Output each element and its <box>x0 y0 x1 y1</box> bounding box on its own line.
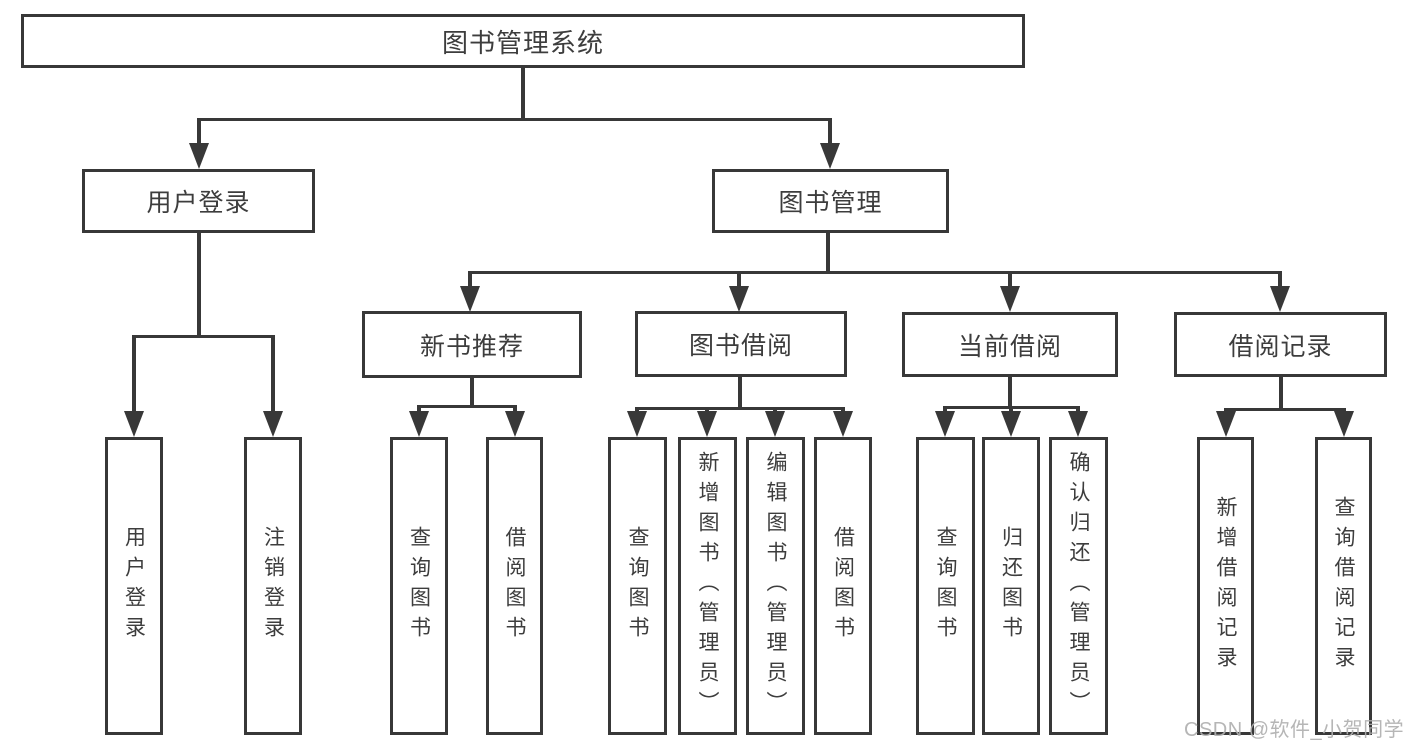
arrowhead-down-icon <box>729 286 749 312</box>
leaf-borrow-edit-admin: 编辑图书（管理员） <box>746 437 805 735</box>
leaf-newbook-query: 查询图书 <box>390 437 448 735</box>
connector-drop <box>943 406 947 415</box>
leaf-borrow-add-admin: 新增图书（管理员） <box>678 437 737 735</box>
arrowhead-down-icon <box>1000 286 1020 312</box>
leaf-label: 注销登录 <box>261 526 285 646</box>
arrowhead-down-icon <box>1270 286 1290 312</box>
leaf-current-confirm-admin: 确认归还（管理员） <box>1049 437 1108 735</box>
leaf-label: 新增借阅记录 <box>1214 496 1237 676</box>
leaf-record-query: 查询借阅记录 <box>1315 437 1372 735</box>
node-current-borrow: 当前借阅 <box>902 312 1118 377</box>
arrowhead-down-icon <box>935 411 955 437</box>
connector-stem-new-book <box>470 378 474 408</box>
arrowhead-down-icon <box>263 411 283 437</box>
arrowhead-down-icon <box>505 411 525 437</box>
connector-drop <box>197 118 201 146</box>
leaf-newbook-borrow: 借阅图书 <box>486 437 543 735</box>
arrowhead-down-icon <box>1334 411 1354 437</box>
arrowhead-down-icon <box>1216 411 1236 437</box>
leaf-user-login-logout: 注销登录 <box>244 437 302 735</box>
connector-drop <box>417 405 421 415</box>
leaf-label: 查询图书 <box>626 526 649 646</box>
node-book-borrow: 图书借阅 <box>635 311 847 377</box>
node-borrow-record: 借阅记录 <box>1174 312 1387 377</box>
connector-drop <box>1009 406 1013 415</box>
node-new-book-rec: 新书推荐 <box>362 311 582 378</box>
arrowhead-down-icon <box>765 411 785 437</box>
node-root: 图书管理系统 <box>21 14 1025 68</box>
connector-rail-user-login <box>132 335 275 338</box>
leaf-label: 用户登录 <box>122 526 146 646</box>
leaf-borrow-borrow: 借阅图书 <box>814 437 872 735</box>
connector-stem-root <box>521 68 525 121</box>
connector-stem-current-borrow <box>1008 377 1012 409</box>
connector-stem-user-login <box>197 233 201 338</box>
connector-drop <box>468 271 472 290</box>
leaf-record-add: 新增借阅记录 <box>1197 437 1254 735</box>
connector-stem-borrow-record <box>1279 377 1283 411</box>
connector-drop <box>1008 271 1012 290</box>
arrowhead-down-icon <box>460 286 480 312</box>
connector-drop <box>513 405 517 415</box>
leaf-label: 查询借阅记录 <box>1332 496 1355 676</box>
leaf-borrow-query: 查询图书 <box>608 437 667 735</box>
leaf-current-query: 查询图书 <box>916 437 975 735</box>
leaf-label: 查询图书 <box>934 526 957 646</box>
arrowhead-down-icon <box>1001 411 1021 437</box>
connector-drop <box>828 118 832 146</box>
connector-rail-root <box>197 118 832 121</box>
connector-rail-book-borrow <box>635 407 845 410</box>
connector-drop <box>271 335 275 415</box>
leaf-label: 新增图书（管理员） <box>696 451 719 721</box>
leaf-label: 查询图书 <box>407 526 431 646</box>
leaf-user-login-login: 用户登录 <box>105 437 163 735</box>
arrowhead-down-icon <box>820 143 840 169</box>
arrowhead-down-icon <box>697 411 717 437</box>
connector-drop <box>737 271 741 290</box>
arrowhead-down-icon <box>124 411 144 437</box>
arrowhead-down-icon <box>409 411 429 437</box>
connector-stem-book-mgmt <box>826 233 830 274</box>
leaf-label: 借阅图书 <box>503 526 526 646</box>
connector-drop <box>132 335 136 415</box>
arrowhead-down-icon <box>189 143 209 169</box>
connector-rail-borrow-record <box>1224 408 1346 411</box>
node-user-login: 用户登录 <box>82 169 315 233</box>
connector-stem-book-borrow <box>738 377 742 410</box>
connector-rail-book-mgmt <box>468 271 1282 274</box>
node-book-mgmt: 图书管理 <box>712 169 949 233</box>
leaf-label: 借阅图书 <box>831 526 855 646</box>
leaf-label: 确认归还（管理员） <box>1067 451 1090 721</box>
csdn-watermark: CSDN @软件_小贺同学 <box>1184 719 1405 741</box>
connector-drop <box>1278 271 1282 290</box>
leaf-label: 编辑图书（管理员） <box>764 451 787 721</box>
connector-rail-new-book <box>417 405 517 408</box>
arrowhead-down-icon <box>833 411 853 437</box>
leaf-label: 归还图书 <box>999 526 1023 646</box>
arrowhead-down-icon <box>627 411 647 437</box>
arrowhead-down-icon <box>1068 411 1088 437</box>
connector-drop <box>1076 406 1080 415</box>
leaf-current-return: 归还图书 <box>982 437 1040 735</box>
